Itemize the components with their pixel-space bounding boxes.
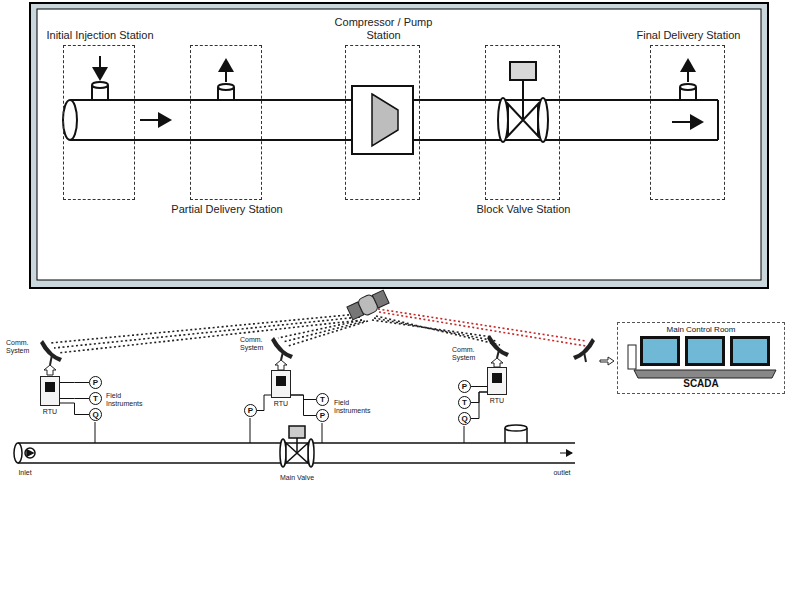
field-pipeline [14,443,575,463]
instrument-letter: P [316,409,329,422]
rtu-box: RTU [487,367,507,395]
scada-workstation [628,336,776,378]
callout-label: Main Valve [267,474,327,482]
callout-label: Field Instruments [334,399,378,415]
station-title: Partial Delivery Station [167,203,287,216]
uplink-arrow [44,357,614,375]
signal-wire [60,382,89,383]
station-title: Initial Injection Station [40,29,160,42]
signal-wire [471,392,487,419]
rtu-display [45,382,55,392]
station-title: Compressor / Pump Station [324,16,444,42]
station-box: Final Delivery Station [650,45,725,200]
station-box: Initial Injection Station [63,45,135,200]
instrument-circle: P [458,380,471,393]
control-room-link [378,309,586,346]
main-valve-symbol [280,426,314,467]
station-title: Block Valve Station [464,203,584,216]
delivery-nozzle [680,84,696,100]
signal-wire [471,386,487,387]
rtu-label: RTU [31,407,69,416]
instrument-letter: P [89,376,102,389]
rtu-display [492,373,502,383]
satellite [346,288,390,321]
panel-ground [37,9,761,280]
instrument-circle: P [316,409,329,422]
rtu-box: RTU [271,370,291,398]
station-box: Block Valve Station [485,45,560,200]
instrument-circle: P [244,404,257,417]
instrument-letter: T [458,396,471,409]
callout-label: Comm. System [240,336,272,352]
injection-nozzle [92,82,108,100]
room-title: Main Control Room [618,325,784,335]
instrument-letter: P [244,404,257,417]
instrument-circle: Q [89,408,102,421]
instrument-tap [95,418,464,443]
callout-label: Inlet [10,469,40,477]
instrument-letter: T [316,393,329,406]
tank-symbol [505,425,527,443]
instrument-circle: T [316,393,329,406]
rtu-label: RTU [478,396,516,405]
comm-dish [40,335,595,365]
instrument-circle: Q [458,412,471,425]
signal-wire [60,403,89,415]
block-valve-symbol [498,62,548,142]
station-title: Final Delivery Station [629,29,749,42]
instrument-circle: T [89,392,102,405]
instrument-letter: T [89,392,102,405]
callout-label: Comm. System [452,346,486,362]
rtu-box: RTU [40,376,60,406]
instrument-circle: T [458,396,471,409]
rtu-display [276,376,286,386]
station-box: Compressor / Pump Station [345,45,420,200]
system-name: SCADA [618,378,784,390]
delivery-nozzle [218,84,234,100]
instrument-circle: P [89,376,102,389]
instrument-letter: Q [458,412,471,425]
panel-frame [30,3,768,288]
station-box: Partial Delivery Station [190,45,262,200]
compressor-symbol [352,86,413,154]
instrument-letter: Q [89,408,102,421]
flow-arrow [672,121,702,123]
signal-wire [257,395,271,411]
satellite-link [50,314,500,353]
callout-label: Field Instruments [106,392,150,408]
control-room-box: Main Control RoomSCADA [617,322,785,394]
signal-wire [291,395,316,416]
callout-label: Comm. System [6,339,40,355]
flow-arrow [140,119,170,121]
rtu-label: RTU [262,399,300,408]
signal-wire [60,398,89,399]
instrument-letter: P [458,380,471,393]
callout-label: outlet [545,469,579,477]
